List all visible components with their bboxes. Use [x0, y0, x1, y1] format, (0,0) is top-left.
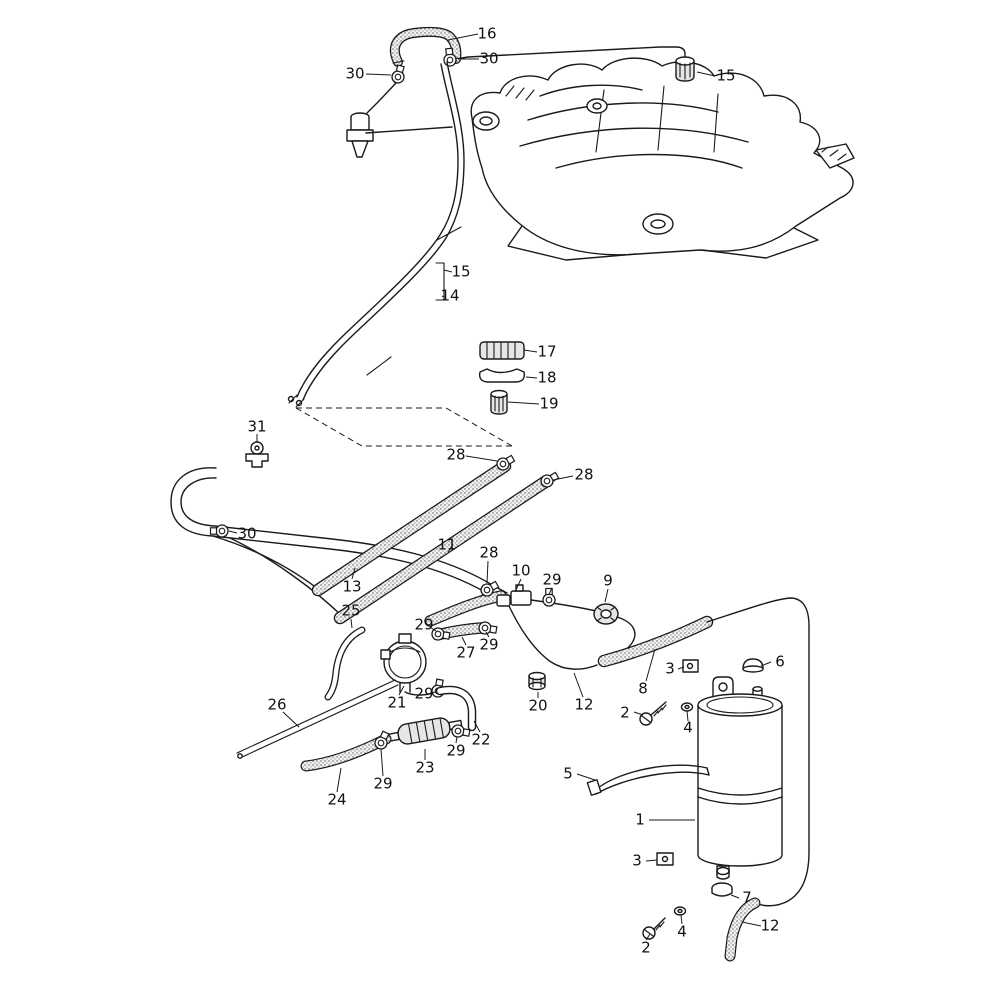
strap-5-drawing	[586, 764, 710, 796]
grommet-9-drawing	[593, 603, 636, 661]
part-label-4: 4	[677, 922, 687, 941]
engine-assembly-drawing	[470, 57, 855, 261]
part-label-29: 29	[414, 615, 434, 634]
part-label-11: 11	[437, 535, 457, 554]
part-label-12: 12	[760, 916, 780, 935]
hose-13-drawing	[333, 475, 552, 625]
part-label-24: 24	[327, 790, 347, 809]
clip-3-lower-drawing	[656, 852, 674, 866]
part-label-29: 29	[373, 774, 393, 793]
part-label-8: 8	[638, 679, 648, 698]
part-label-12: 12	[574, 695, 594, 714]
leader-lines	[228, 33, 772, 941]
part-label-3: 3	[632, 851, 642, 870]
small-valve-drawing	[346, 82, 453, 158]
line-12-middle-drawing	[508, 605, 598, 670]
part-label-17: 17	[537, 342, 557, 361]
part-label-4: 4	[683, 718, 693, 737]
part-label-15: 15	[716, 66, 736, 85]
connector-10-drawing	[496, 584, 605, 614]
clip-31-drawing	[245, 441, 269, 468]
grommet-6-drawing	[742, 658, 764, 673]
part-label-20: 20	[528, 696, 548, 715]
hose-11-drawing	[311, 459, 512, 597]
part-label-19: 19	[539, 394, 559, 413]
vent-pipe-to-engine-drawing	[455, 46, 686, 61]
part-label-22: 22	[471, 730, 491, 749]
clip-3-upper-drawing	[682, 659, 699, 673]
part-label-29: 29	[414, 684, 434, 703]
part-label-28: 28	[574, 465, 594, 484]
part-label-7: 7	[742, 888, 752, 907]
nut-drawing	[716, 866, 730, 880]
part-label-25: 25	[341, 601, 361, 620]
part-label-28: 28	[479, 543, 499, 562]
part-label-29: 29	[479, 635, 499, 654]
pipe-26-drawing	[236, 679, 399, 759]
part-label-23: 23	[415, 758, 435, 777]
screw-2-lower-drawing	[642, 917, 666, 940]
canister-1-drawing	[697, 676, 783, 874]
elbow-22-drawing	[435, 685, 477, 732]
part-label-2: 2	[620, 703, 630, 722]
part-label-29: 29	[542, 570, 562, 589]
washer-4-lower-drawing	[673, 906, 687, 916]
part-label-13: 13	[342, 577, 362, 596]
part-label-31: 31	[247, 417, 267, 436]
part-label-6: 6	[775, 652, 785, 671]
part-label-16: 16	[477, 24, 497, 43]
cap-7-drawing	[711, 882, 733, 897]
part-label-3: 3	[665, 659, 675, 678]
filter-23-drawing	[385, 717, 463, 745]
part-label-21: 21	[387, 693, 407, 712]
part-label-9: 9	[603, 571, 613, 590]
part-label-30: 30	[479, 49, 499, 68]
part-label-27: 27	[456, 643, 476, 662]
part-label-14: 14	[440, 286, 460, 305]
part-label-30: 30	[345, 64, 365, 83]
sleeve-19-drawing	[490, 389, 508, 415]
part-label-26: 26	[267, 695, 287, 714]
hose-12-bottom-drawing	[724, 897, 761, 962]
part-label-5: 5	[563, 764, 573, 783]
part-label-28: 28	[446, 445, 466, 464]
part-label-18: 18	[537, 368, 557, 387]
part-label-29: 29	[446, 741, 466, 760]
part-label-2: 2	[641, 938, 651, 957]
screw-2-upper-drawing	[639, 701, 667, 726]
hose-8-drawing	[597, 615, 714, 668]
part-label-10: 10	[511, 561, 531, 580]
hose-segment-drawing	[424, 590, 507, 627]
left-pipes-drawing	[170, 467, 508, 617]
part-label-1: 1	[635, 810, 645, 829]
clip-18-drawing	[478, 368, 525, 383]
bushing-20-drawing	[528, 671, 546, 691]
valve-21-drawing	[380, 633, 438, 696]
part-label-15: 15	[451, 262, 471, 281]
fuel-pipes-14-15-drawing	[287, 61, 513, 447]
part-label-30: 30	[237, 524, 257, 543]
grommet-15-drawing	[675, 56, 695, 82]
hose-25-drawing	[324, 626, 366, 701]
